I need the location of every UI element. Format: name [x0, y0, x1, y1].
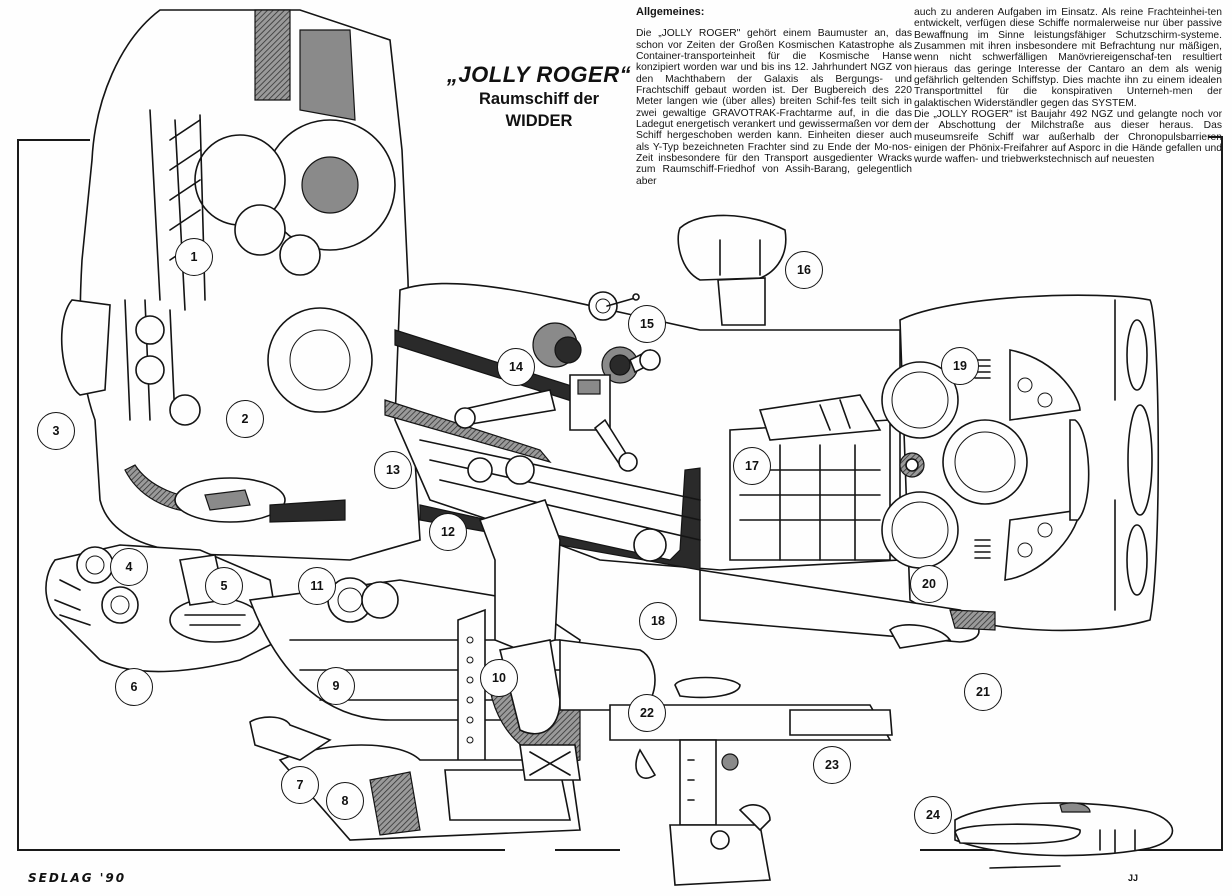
cargo-drone: [677, 214, 787, 326]
callout-22: 22: [628, 694, 666, 732]
probe-drone: [588, 291, 640, 321]
callout-17: 17: [733, 447, 771, 485]
lower-left-section: [45, 544, 281, 673]
callout-3: 3: [37, 412, 75, 450]
callout-21: 21: [964, 673, 1002, 711]
article-paragraph: Die „JOLLY ROGER" ist Baujahr 492 NGZ un…: [914, 109, 1222, 166]
service-robot: [454, 322, 661, 472]
artist-signature: SEDLAG '90: [28, 871, 127, 885]
callout-16: 16: [785, 251, 823, 289]
forward-hull-section: [60, 9, 421, 561]
callout-19: 19: [941, 347, 979, 385]
callout-2: 2: [226, 400, 264, 438]
callout-11: 11: [298, 567, 336, 605]
title-block: „JOLLY ROGER“ Raumschiff der WIDDER: [444, 62, 634, 132]
callout-23: 23: [813, 746, 851, 784]
callout-18: 18: [639, 602, 677, 640]
page-title: „JOLLY ROGER“: [446, 62, 632, 87]
callout-13: 13: [374, 451, 412, 489]
article-column-1: Allgemeines: Die „JOLLY ROGER" gehört ei…: [636, 6, 912, 187]
callout-12: 12: [429, 513, 467, 551]
article-heading: Allgemeines:: [636, 6, 705, 18]
gun-turret: [609, 676, 893, 886]
article-paragraph: Die „JOLLY ROGER" gehört einem Baumuster…: [636, 28, 912, 187]
callout-8: 8: [326, 782, 364, 820]
callout-7: 7: [281, 766, 319, 804]
article-paragraph: auch zu anderen Aufgaben im Einsatz. Als…: [914, 7, 1222, 109]
callout-15: 15: [628, 305, 666, 343]
page-subtitle: Raumschiff der WIDDER: [478, 90, 600, 130]
callout-6: 6: [115, 668, 153, 706]
callout-9: 9: [317, 667, 355, 705]
page-mark: JJ: [1128, 873, 1139, 883]
callout-10: 10: [480, 659, 518, 697]
space-glider: [954, 802, 1174, 869]
callout-4: 4: [110, 548, 148, 586]
article-column-2: auch zu anderen Aufgaben im Einsatz. Als…: [914, 7, 1222, 166]
callout-24: 24: [914, 796, 952, 834]
callout-5: 5: [205, 567, 243, 605]
callout-20: 20: [910, 565, 948, 603]
callout-14: 14: [497, 348, 535, 386]
callout-1: 1: [175, 238, 213, 276]
